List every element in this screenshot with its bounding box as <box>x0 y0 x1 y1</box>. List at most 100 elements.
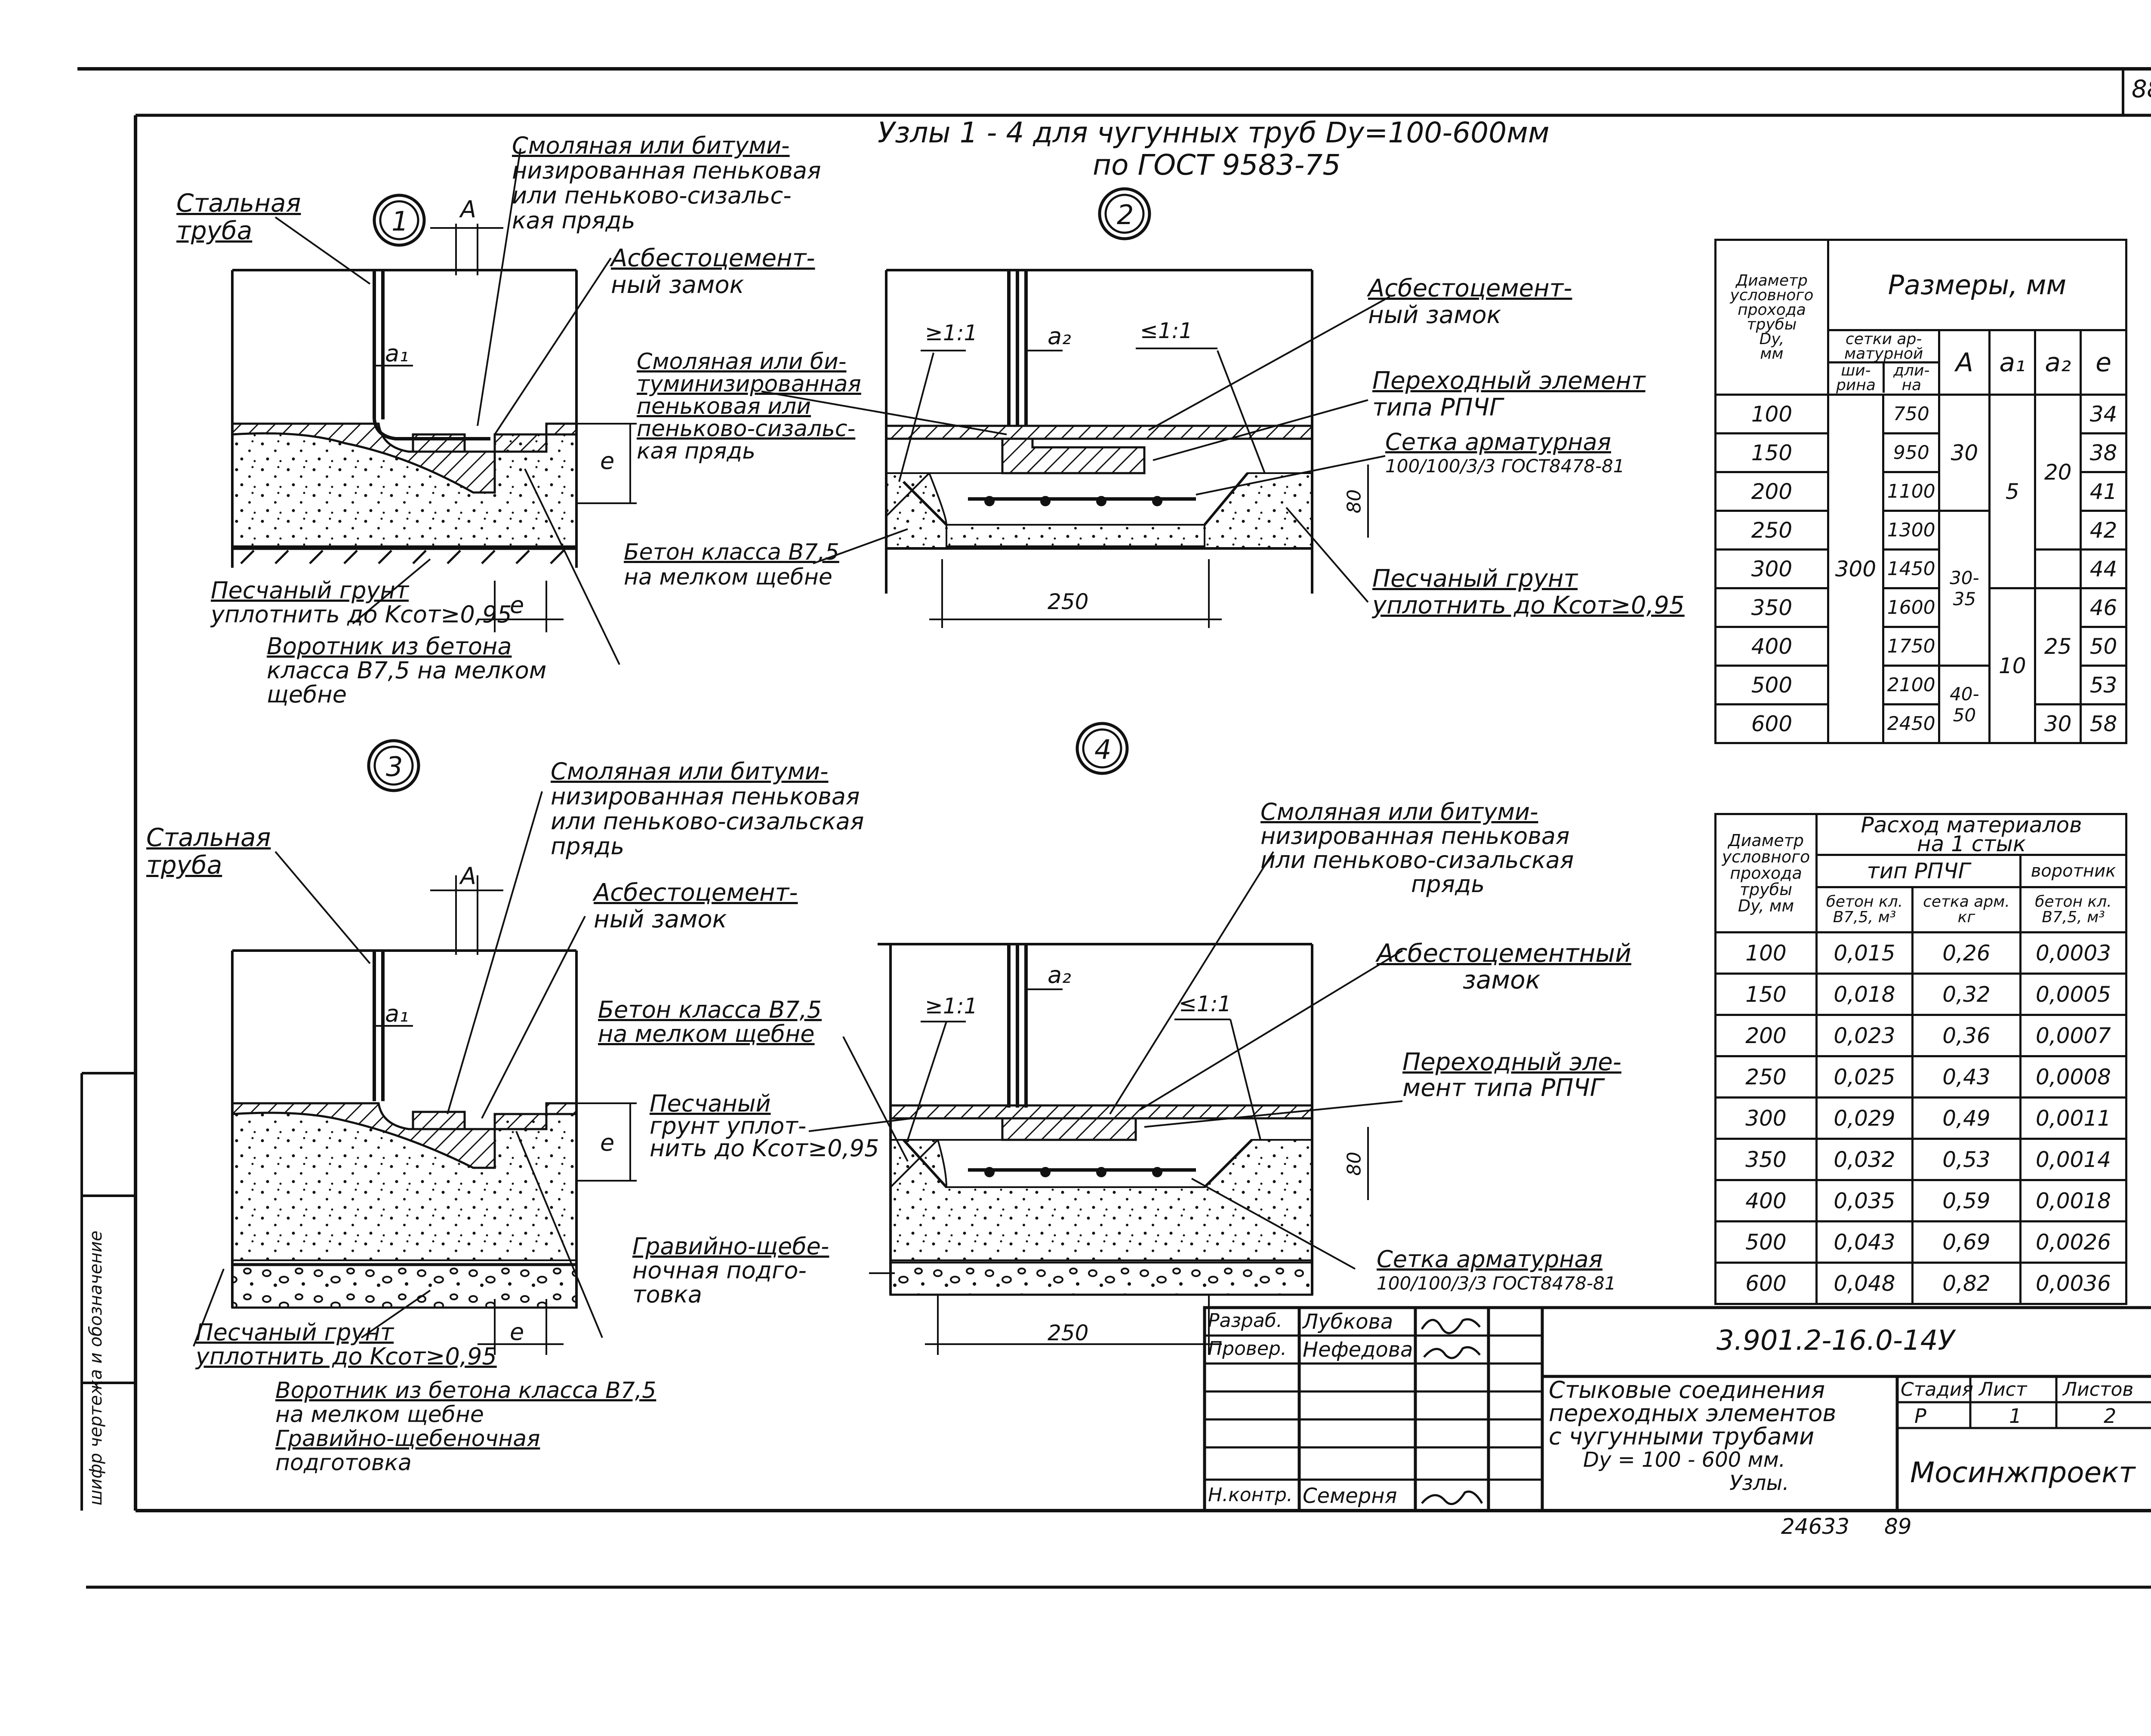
sizes-diam: 300 <box>1714 548 1829 589</box>
sizes-length: 950 <box>1882 432 1941 473</box>
sizes-A: 30 <box>1938 394 1991 512</box>
dim-slope-lt-4: ≤1:1 <box>1179 991 1232 1016</box>
materials-cell: 0,36 <box>1911 1014 2022 1057</box>
materials-cell: 0,025 <box>1815 1055 1914 1099</box>
materials-cell: 0,59 <box>1911 1179 2022 1222</box>
materials-cell: 100 <box>1714 931 1818 975</box>
materials-cell: 0,82 <box>1911 1262 2022 1305</box>
tb-sheet-label: Лист <box>1979 1379 2027 1400</box>
node-1-drawing <box>231 148 637 665</box>
dim-A-1: A <box>460 196 476 223</box>
materials-cell: 0,035 <box>1815 1179 1914 1222</box>
materials-cell: 0,048 <box>1815 1262 1914 1305</box>
materials-cell: 350 <box>1714 1138 1818 1181</box>
materials-cell: 0,0014 <box>2019 1138 2128 1181</box>
tb-sheets: 2 <box>2104 1404 2117 1428</box>
sheet-number: 88 <box>2132 75 2151 103</box>
sizes-e: 41 <box>2080 471 2127 512</box>
archive-number: 24633 <box>1781 1514 1850 1539</box>
sizes-head-mesh: сетки ар-матурной ши-рина дли-на <box>1827 329 1941 396</box>
materials-cell: 0,0005 <box>2019 973 2128 1016</box>
materials-cell: 0,018 <box>1815 973 1914 1016</box>
tb-sheets-label: Листов <box>2063 1379 2134 1400</box>
dim-A-3: A <box>460 862 476 890</box>
signatures <box>1421 1318 1483 1505</box>
sizes-diam: 600 <box>1714 703 1829 744</box>
tb-stage-label: Стадия <box>1901 1379 1973 1400</box>
tb-role-1: Провер. <box>1208 1338 1287 1360</box>
dim-a1-3: a₁ <box>385 1000 409 1027</box>
materials-cell: 150 <box>1714 973 1818 1016</box>
sizes-head-a1: a₁ <box>1988 329 2037 396</box>
sizes-length: 1750 <box>1882 626 1941 667</box>
materials-cell: 500 <box>1714 1220 1818 1264</box>
materials-cell: 600 <box>1714 1262 1818 1305</box>
sizes-diam: 150 <box>1714 432 1829 473</box>
sizes-e: 44 <box>2080 548 2127 589</box>
dim-a2-2: a₂ <box>1048 323 1071 350</box>
sizes-length: 1300 <box>1882 510 1941 551</box>
node-4-drawing <box>808 851 1403 1355</box>
materials-cell: 0,0008 <box>2019 1055 2128 1099</box>
materials-cell: 0,043 <box>1815 1220 1914 1264</box>
sizes-e: 50 <box>2080 626 2127 667</box>
sizes-length: 1450 <box>1882 548 1941 589</box>
sizes-length: 750 <box>1882 394 1941 434</box>
label-resin-4: Смоляная или битуми-низированная пеньков… <box>1260 798 1574 898</box>
materials-cell: 0,029 <box>1815 1096 1914 1140</box>
materials-cell: 400 <box>1714 1179 1818 1222</box>
materials-head-concrete: бетон кл.В7,5, м³ <box>1815 886 1914 933</box>
sizes-head-a2: a₂ <box>2034 329 2082 396</box>
dim-80-2: 80 <box>1343 489 1365 514</box>
dim-a1-1: a₁ <box>385 340 409 367</box>
materials-cell: 300 <box>1714 1096 1818 1140</box>
tb-name-5: Семерня <box>1303 1484 1397 1508</box>
dim-slope-lt-2: ≤1:1 <box>1140 318 1193 343</box>
sizes-a2: 25 <box>2034 587 2082 705</box>
materials-cell: 0,0026 <box>2019 1220 2128 1264</box>
materials-cell: 0,0007 <box>2019 1014 2128 1057</box>
materials-head-mesh: сетка арм.кг <box>1911 886 2022 933</box>
sizes-e: 34 <box>2080 394 2127 434</box>
materials-head-collar: воротник <box>2019 854 2128 888</box>
materials-cell: 0,69 <box>1911 1220 2022 1264</box>
materials-cell: 0,43 <box>1911 1055 2022 1099</box>
tb-sheet: 1 <box>2009 1404 2022 1428</box>
label-resin-3: Смоляная или битуми-низированная пеньков… <box>551 758 864 860</box>
materials-head-collar-concrete: бетон кл.В7,5, м³ <box>2019 886 2128 933</box>
sizes-e: 46 <box>2080 587 2127 628</box>
label-asbestos-1: Асбестоцемент-ный замок <box>611 244 815 299</box>
label-resin-1: Смоляная или битуми-низированная пеньков… <box>512 132 821 234</box>
sizes-diam: 350 <box>1714 587 1829 628</box>
label-gravel-4: Гравийно-щебе-ночная подго-товка <box>632 1233 829 1308</box>
node-number-4: 4 <box>1094 734 1112 765</box>
sizes-length: 2100 <box>1882 665 1941 705</box>
sizes-diam: 400 <box>1714 626 1829 667</box>
sizes-a2: 20 <box>2034 394 2082 551</box>
materials-head-type: тип РПЧГ <box>1815 854 2022 888</box>
sizes-e: 58 <box>2080 703 2127 744</box>
node-number-2: 2 <box>1117 199 1134 231</box>
sizes-diam: 100 <box>1714 394 1829 434</box>
materials-cell: 0,023 <box>1815 1014 1914 1057</box>
